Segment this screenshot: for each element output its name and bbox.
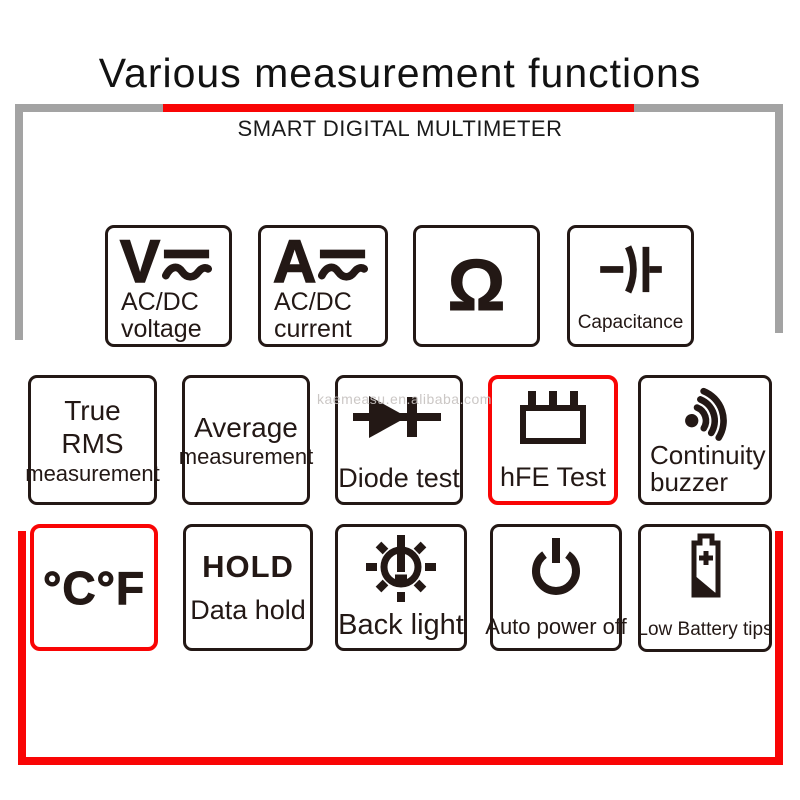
ohm-symbol: Ω xyxy=(447,246,506,327)
top-bar-gray-left xyxy=(15,104,163,112)
feature-box-acdc-voltage: V AC/DC voltage xyxy=(105,225,232,347)
label-line: current xyxy=(274,314,352,343)
voltage-letter: V xyxy=(119,228,161,295)
hfe-test-label: hFE Test xyxy=(499,462,607,492)
average-title: Average xyxy=(194,411,298,443)
top-bar-red xyxy=(163,104,634,112)
feature-box-continuity: Continuity buzzer xyxy=(638,375,772,505)
true-rms-title: True RMS xyxy=(61,394,124,460)
product-subtitle: SMART DIGITAL MULTIMETER xyxy=(237,116,563,141)
feature-box-true-rms: True RMS measurement xyxy=(25,375,160,505)
feature-box-hfe-test: hFE Test xyxy=(488,375,618,505)
auto-power-off-label: Auto power off xyxy=(485,614,627,639)
acdc-current-symbol: A xyxy=(261,228,385,295)
acdc-wave-icon xyxy=(318,249,369,281)
feature-box-average: Average measurement xyxy=(179,375,313,505)
backlight-label: Back light xyxy=(338,609,464,641)
sound-waves-icon xyxy=(685,387,727,441)
continuity-label: Continuity buzzer xyxy=(641,439,769,502)
feature-box-temperature: °C°F xyxy=(30,524,158,651)
feature-box-capacitance: Capacitance xyxy=(567,225,694,347)
celsius-fahrenheit-text: °C°F xyxy=(42,561,146,614)
capacitance-label: Capacitance xyxy=(577,312,684,333)
right-gray-rail xyxy=(775,104,783,333)
average-subtitle: measurement xyxy=(178,444,314,470)
acdc-current-label: AC/DC current xyxy=(261,289,385,342)
label-line: AC/DC xyxy=(121,288,199,316)
transistor-icon xyxy=(520,391,586,444)
feature-box-acdc-current: A AC/DC current xyxy=(258,225,388,347)
data-hold-label: Data hold xyxy=(190,595,306,625)
label-line: buzzer xyxy=(650,466,729,497)
feature-box-data-hold: HOLD Data hold xyxy=(183,524,313,651)
feature-box-diode-test: Diode test xyxy=(335,375,463,505)
acdc-wave-icon xyxy=(162,249,213,281)
true-rms-subtitle: measurement xyxy=(25,460,160,486)
diode-icon xyxy=(353,396,441,438)
feature-box-auto-power-off: Auto power off xyxy=(485,524,627,651)
feature-box-low-battery: Low Battery tips xyxy=(637,524,773,652)
label-line: AC/DC xyxy=(274,288,352,316)
feature-box-backlight: Back light xyxy=(335,524,467,651)
acdc-voltage-label: AC/DC voltage xyxy=(108,289,229,342)
feature-box-resistance: Ω xyxy=(413,225,540,347)
red-highlight-frame xyxy=(18,531,783,765)
label-line: voltage xyxy=(121,314,202,343)
page-title: Various measurement functions xyxy=(98,50,702,96)
low-battery-label: Low Battery tips xyxy=(637,619,773,640)
left-gray-rail xyxy=(15,104,23,340)
sun-icon xyxy=(366,535,436,602)
battery-icon xyxy=(691,533,721,598)
watermark-text: kaemeasu.en.alibaba.com xyxy=(317,391,492,407)
label-line: Continuity xyxy=(650,439,766,470)
power-icon xyxy=(532,538,580,595)
hold-title: HOLD xyxy=(202,549,294,584)
capacitor-icon xyxy=(599,245,662,294)
acdc-voltage-symbol: V xyxy=(108,228,229,295)
current-letter: A xyxy=(272,228,317,295)
diode-test-label: Diode test xyxy=(338,463,460,493)
top-bar-gray-right xyxy=(634,104,783,112)
